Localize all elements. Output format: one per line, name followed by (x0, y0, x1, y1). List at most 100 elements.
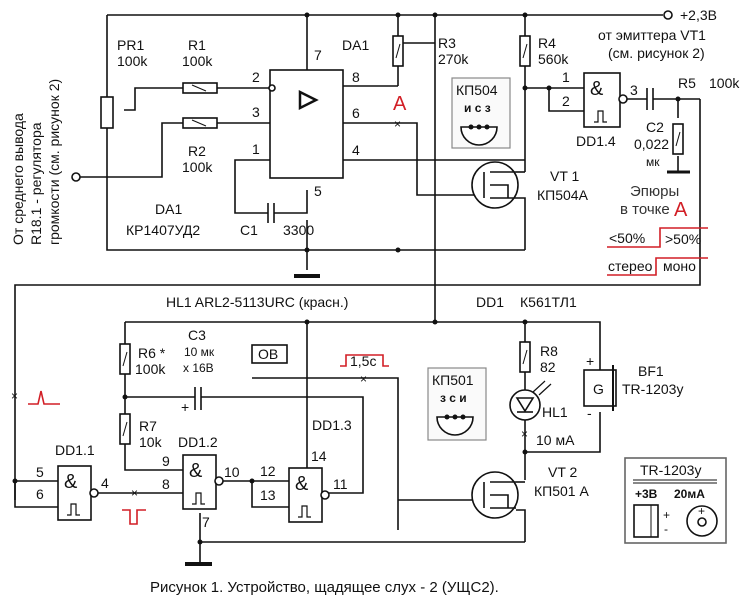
dd1-4-gate (583, 72, 621, 128)
pulse-label: 1,5с (350, 353, 376, 369)
c1-ref: C1 (240, 222, 258, 238)
dd1-ref: DD1 (476, 294, 504, 310)
ov-box (251, 344, 288, 364)
svg-text:R18.1 - регулятора: R18.1 - регулятора (28, 122, 44, 245)
svg-text:4: 4 (352, 142, 360, 158)
waveform-point: A (674, 199, 688, 221)
and-symbol: & (590, 78, 604, 100)
c3-plus: + (181, 399, 189, 415)
input-terminal (71, 172, 81, 182)
kp504-pins: и с з (464, 101, 491, 115)
bf1-buzzer (583, 369, 617, 407)
buzzer-side-icon (633, 504, 659, 538)
svg-text:10: 10 (224, 464, 240, 480)
dd1-2-gate (182, 454, 217, 510)
r4-value: 560k (538, 51, 569, 67)
da1-pins: 2 3 1 7 8 6 4 5 (252, 47, 360, 199)
svg-text:громкости (см. рисунок 2): громкости (см. рисунок 2) (46, 79, 62, 245)
waveform-title: Эпюры (630, 183, 679, 200)
c2-ref: C2 (646, 119, 664, 135)
kp501-pins: з с и (440, 391, 467, 405)
r1-ref: R1 (188, 37, 206, 53)
svg-text:&: & (64, 471, 78, 493)
negative-pulse-waveform (122, 509, 146, 525)
hl1-current: 10 мА (536, 432, 575, 448)
r3-value: 270k (438, 51, 469, 67)
pulse-waveform (340, 354, 389, 367)
schmitt-icon (594, 110, 607, 123)
svg-text:×: × (11, 389, 18, 403)
vt2-part: КП501 А (534, 483, 589, 499)
svg-text:G: G (593, 381, 604, 397)
svg-text:2: 2 (252, 69, 260, 85)
svg-text:1: 1 (562, 69, 570, 85)
svg-text:моно: моно (663, 258, 696, 274)
svg-text:9: 9 (162, 453, 170, 469)
svg-text:5: 5 (36, 464, 44, 480)
junction-dots-bottom (12, 319, 528, 545)
svg-text:-: - (664, 522, 668, 536)
resistor-r1 (182, 82, 218, 94)
r5-value: 100k (709, 75, 740, 91)
point-a-label: A (393, 93, 407, 115)
opamp-triangle-icon (298, 89, 319, 111)
r8-value: 82 (540, 359, 556, 375)
svg-text:2: 2 (562, 93, 570, 109)
svg-text:7: 7 (314, 47, 322, 63)
ov-label: ОВ (258, 346, 278, 362)
svg-text:<50%: <50% (609, 230, 645, 246)
resistor-r3 (392, 35, 404, 67)
to92-package-icon (460, 126, 498, 146)
c3-ref: C3 (188, 327, 206, 343)
c2-unit: мк (646, 155, 660, 169)
dd1-4-ref: DD1.4 (576, 133, 616, 149)
test-point-marker: × (394, 117, 401, 131)
vt2-ref: VT 2 (548, 464, 578, 480)
waveform-mode (607, 257, 708, 276)
dd1-part: К561ТЛ1 (520, 294, 577, 310)
svg-text:8: 8 (162, 476, 170, 492)
svg-text:×: × (521, 427, 528, 441)
resistor-r6 (119, 343, 131, 375)
svg-text:13: 13 (260, 487, 276, 503)
resistor-r5 (672, 123, 684, 155)
r7-value: 10k (139, 434, 163, 450)
resistor-r7 (119, 413, 131, 445)
pr1-value: 100k (117, 53, 148, 69)
r7-ref: R7 (139, 418, 157, 434)
supply-note-2: (см. рисунок 2) (608, 45, 705, 61)
svg-text:7: 7 (202, 514, 210, 530)
dd1-1-gate (57, 465, 92, 521)
svg-text:+3В: +3В (635, 487, 658, 501)
svg-text:От среднего вывода: От среднего вывода (10, 113, 26, 245)
r4-ref: R4 (538, 35, 556, 51)
hl1-ref: HL1 (542, 404, 568, 420)
resistor-r2 (182, 117, 218, 129)
r6-ref: R6 * (138, 345, 166, 361)
dd1-3-gate (288, 467, 323, 523)
svg-text:14: 14 (311, 448, 327, 464)
junction-dots-top (304, 12, 681, 325)
svg-text:3: 3 (630, 82, 638, 98)
svg-text:11: 11 (333, 476, 348, 492)
c2-value: 0,022 (634, 136, 669, 152)
bf1-ref: BF1 (638, 363, 664, 379)
kp501-title: КП501 (432, 372, 474, 388)
svg-text:+: + (586, 353, 594, 369)
r6-value: 100k (135, 361, 166, 377)
svg-text:4: 4 (101, 475, 109, 491)
resistor-r8 (519, 341, 531, 373)
svg-text:1: 1 (252, 141, 260, 157)
r2-ref: R2 (188, 143, 206, 159)
svg-text:×: × (360, 372, 367, 386)
svg-text:3: 3 (252, 104, 260, 120)
da1-ref-top: DA1 (342, 37, 369, 53)
svg-text:>50%: >50% (665, 231, 701, 247)
wires-top (14, 14, 701, 500)
svg-text:6: 6 (352, 105, 360, 121)
svg-text:+: + (698, 504, 705, 518)
da1-ref: DA1 (155, 201, 182, 217)
vt1-ref: VT 1 (550, 168, 580, 184)
waveform-title-2: в точке (620, 201, 670, 218)
